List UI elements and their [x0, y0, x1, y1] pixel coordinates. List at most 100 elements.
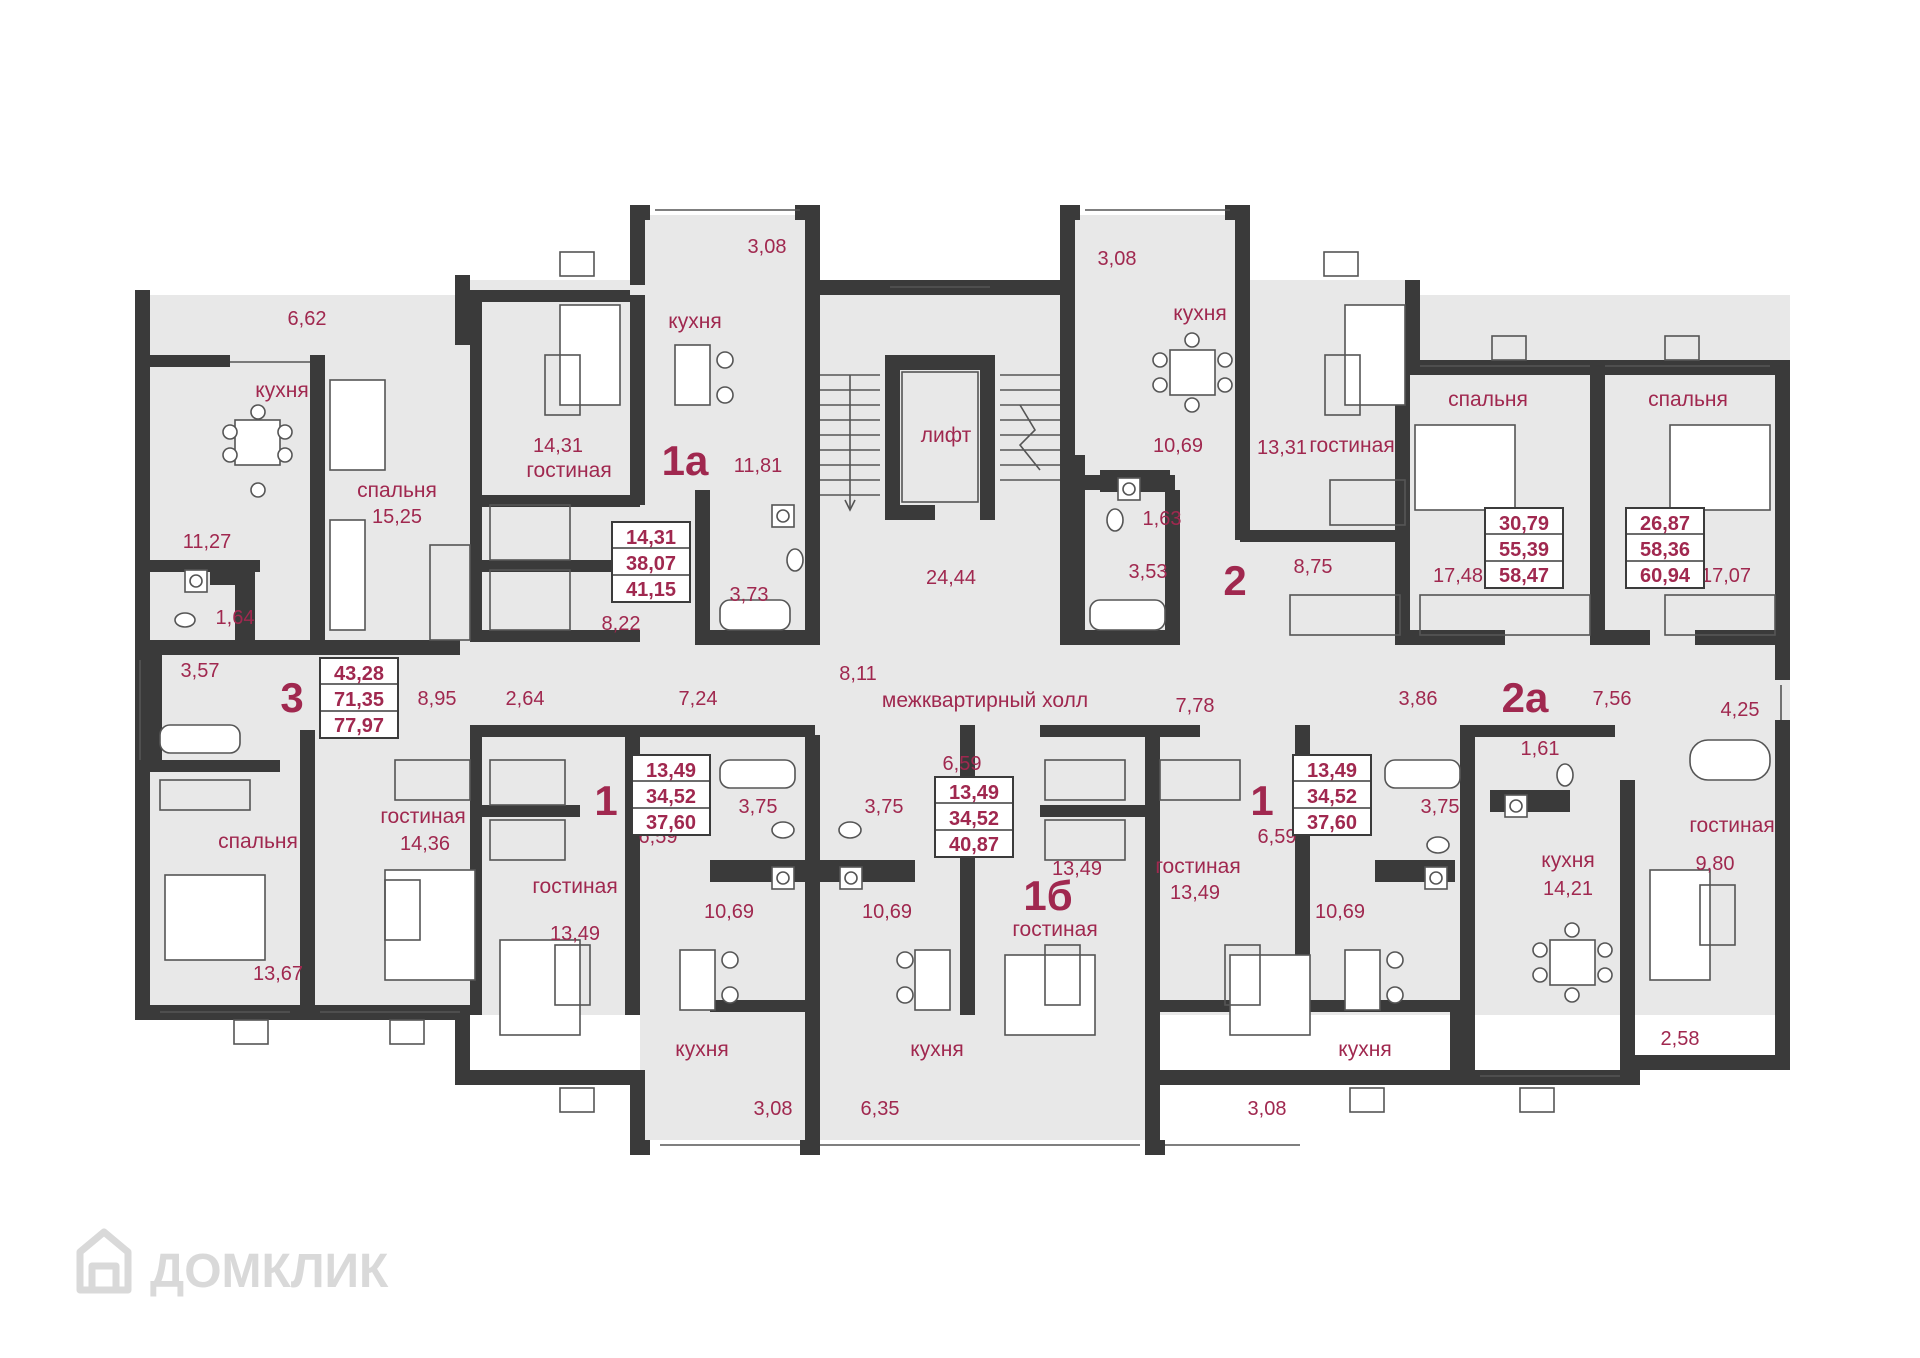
area-7-56: 7,56 — [1593, 688, 1632, 710]
apartment-number-1a: 1а — [662, 437, 709, 484]
room-name-living-1-left: гостиная — [532, 875, 617, 898]
apartment-number-2: 2 — [1223, 557, 1246, 604]
area-3-75-a: 3,75 — [739, 796, 778, 818]
area-7-24: 7,24 — [679, 688, 718, 710]
room-name-bedroom-2: спальня — [1448, 388, 1528, 411]
room-labels: 6,62 кухня 11,27 спальня 15,25 1,64 3,57… — [181, 236, 1775, 1120]
room-name-bedroom-3b: спальня — [218, 830, 298, 853]
area-hall-8-95: 8,95 — [418, 688, 457, 710]
area-box-1-left: 13,49 34,52 37,60 — [631, 754, 711, 836]
room-name-bedroom-2a: спальня — [1648, 388, 1728, 411]
room-name-living-2: гостиная — [1309, 434, 1394, 457]
area-8-22: 8,22 — [602, 613, 641, 635]
area-3-75-c: 3,75 — [1421, 796, 1460, 818]
room-name-lift: лифт — [921, 424, 972, 447]
room-name-living-1-right: гостиная — [1155, 855, 1240, 878]
svg-text:58,47: 58,47 — [1499, 565, 1549, 587]
room-area-kitchen-1-right: 10,69 — [1315, 901, 1365, 923]
area-6-59-c: 6,59 — [1258, 826, 1297, 848]
room-area-kitchen-2: 10,69 — [1153, 435, 1203, 457]
room-area-hall: 7,78 — [1176, 695, 1215, 717]
svg-text:71,35: 71,35 — [334, 689, 384, 711]
svg-text:58,36: 58,36 — [1640, 539, 1690, 561]
svg-text:43,28: 43,28 — [334, 663, 384, 685]
svg-text:26,87: 26,87 — [1640, 513, 1690, 535]
svg-text:14,31: 14,31 — [626, 527, 676, 549]
area-box-1b: 13,49 34,52 40,87 — [934, 776, 1014, 858]
room-area-bedroom-2: 17,48 — [1433, 565, 1483, 587]
area-8-11: 8,11 — [839, 663, 876, 685]
room-area-living-1-right: 13,49 — [1170, 882, 1220, 904]
room-name-kitchen-2: кухня — [1173, 302, 1226, 325]
area-8-75: 8,75 — [1294, 556, 1333, 578]
apartment-numbers: 3 1а 2 2а 1 1б 1 — [280, 437, 1549, 919]
staircase — [820, 371, 1060, 512]
svg-text:13,49: 13,49 — [1307, 760, 1357, 782]
furniture — [159, 304, 1776, 1036]
svg-text:30,79: 30,79 — [1499, 513, 1549, 535]
svg-text:41,15: 41,15 — [626, 579, 676, 601]
area-3-73: 3,73 — [730, 584, 769, 606]
area-box-2: 30,79 55,39 58,47 — [1484, 507, 1564, 589]
room-name-hall: межквартирный холл — [882, 689, 1088, 712]
area-summary-boxes: 43,28 71,35 77,97 14,31 38,07 41,15 30,7… — [319, 507, 1705, 858]
svg-text:37,60: 37,60 — [1307, 812, 1357, 834]
room-name-kitchen-1a: кухня — [668, 310, 721, 333]
apartment-number-1b: 1б — [1023, 872, 1072, 919]
room-area-kitchen-1a: 11,81 — [734, 455, 783, 477]
room-name-living-2a: гостиная — [1689, 814, 1774, 837]
svg-text:34,52: 34,52 — [1307, 786, 1357, 808]
room-area-kitchen-1b: 10,69 — [862, 901, 912, 923]
svg-text:34,52: 34,52 — [949, 808, 999, 830]
svg-text:13,49: 13,49 — [646, 760, 696, 782]
area-box-1-right: 13,49 34,52 37,60 — [1292, 754, 1372, 836]
room-area-living-1-left: 13,49 — [550, 923, 600, 945]
room-area-bedroom-3b: 13,67 — [253, 963, 303, 985]
room-area-kitchen-1-left: 10,69 — [704, 901, 754, 923]
domclick-watermark: ДОМКЛИК — [76, 1228, 389, 1298]
area-box-1a: 14,31 38,07 41,15 — [611, 521, 691, 603]
area-1-63: 1,63 — [1143, 508, 1182, 530]
room-area-living-1a: 14,31 — [533, 435, 583, 457]
apartment-number-1-right: 1 — [1250, 777, 1273, 824]
room-area-bedroom-2a: 17,07 — [1701, 565, 1751, 587]
area-4-25: 4,25 — [1721, 699, 1760, 721]
area-balcony-1a: 3,08 — [748, 236, 787, 258]
room-name-kitchen-3: кухня — [255, 379, 308, 402]
room-name-kitchen-1b: кухня — [910, 1038, 963, 1061]
area-box-2a: 26,87 58,36 60,94 — [1625, 507, 1705, 589]
room-name-living-1b: гостиная — [1012, 918, 1097, 941]
area-box-3: 43,28 71,35 77,97 — [319, 657, 399, 739]
windows — [139, 209, 1782, 1146]
area-stair-24-44: 24,44 — [926, 567, 976, 589]
room-name-living-3: гостиная — [380, 805, 465, 828]
area-balcony-3: 6,62 — [288, 308, 327, 330]
room-area-living-3: 14,36 — [400, 833, 450, 855]
room-area-kitchen-3: 11,27 — [183, 531, 232, 553]
svg-text:77,97: 77,97 — [334, 715, 384, 737]
svg-text:55,39: 55,39 — [1499, 539, 1549, 561]
area-bath-1-64: 1,64 — [216, 607, 255, 629]
area-balcony-2: 3,08 — [1098, 248, 1137, 270]
svg-text:40,87: 40,87 — [949, 834, 999, 856]
room-name-kitchen-1-left: кухня — [675, 1038, 728, 1061]
room-area-living-2: 13,31 — [1257, 437, 1307, 459]
room-name-bedroom-3: спальня — [357, 479, 437, 502]
room-name-kitchen-1-right: кухня — [1338, 1038, 1391, 1061]
area-balcony-3-08-b: 3,08 — [1248, 1098, 1287, 1120]
area-bath-3-57: 3,57 — [181, 660, 220, 682]
apartment-number-2a: 2а — [1502, 674, 1549, 721]
area-3-53: 3,53 — [1129, 561, 1168, 583]
room-area-bedroom-3: 15,25 — [372, 506, 422, 528]
area-3-75-b: 3,75 — [865, 796, 904, 818]
room-name-living-1a: гостиная — [526, 459, 611, 482]
svg-text:37,60: 37,60 — [646, 812, 696, 834]
room-area-living-1b: 13,49 — [1052, 858, 1102, 880]
area-balcony-3-08-a: 3,08 — [754, 1098, 793, 1120]
svg-text:34,52: 34,52 — [646, 786, 696, 808]
area-3-86: 3,86 — [1399, 688, 1438, 710]
area-1-61: 1,61 — [1521, 738, 1560, 760]
house-logo-icon — [76, 1228, 132, 1294]
area-balcony-6-35: 6,35 — [861, 1098, 900, 1120]
